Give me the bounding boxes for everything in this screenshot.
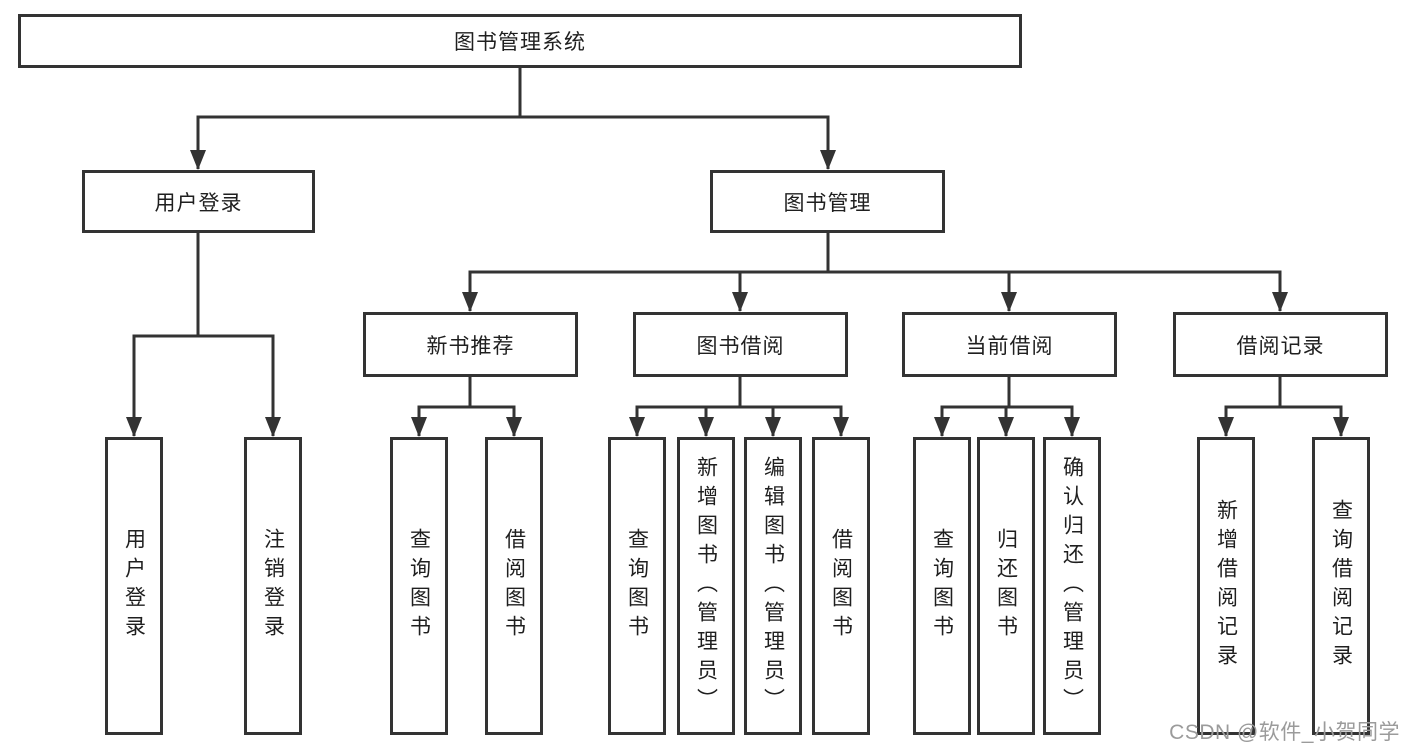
- node-label: 图书管理系统: [454, 31, 586, 54]
- node-label: 查询图书: [625, 528, 649, 644]
- node-book-borrowing: 图书借阅: [633, 312, 848, 377]
- leaf-add-books-admin: 新增图书（管理员）: [677, 437, 735, 735]
- leaf-query-books-recommend: 查询图书: [390, 437, 448, 735]
- node-label: 用户登录: [122, 528, 146, 644]
- node-library-management-system: 图书管理系统: [18, 14, 1022, 68]
- leaf-borrow-books-recommend: 借阅图书: [485, 437, 543, 735]
- node-label: 图书借阅: [696, 334, 785, 358]
- node-current-borrowing: 当前借阅: [902, 312, 1117, 377]
- node-book-management: 图书管理: [710, 170, 945, 233]
- node-label: 新增图书（管理员）: [694, 455, 718, 717]
- leaf-borrow-books: 借阅图书: [812, 437, 870, 735]
- node-label: 图书管理: [783, 191, 872, 215]
- leaf-add-borrow-record: 新增借阅记录: [1197, 437, 1255, 735]
- leaf-confirm-return-admin: 确认归还（管理员）: [1043, 437, 1101, 735]
- node-new-book-recommendation: 新书推荐: [363, 312, 578, 377]
- node-label: 借阅记录: [1236, 334, 1325, 358]
- node-user-login: 用户登录: [82, 170, 315, 233]
- leaf-edit-books-admin: 编辑图书（管理员）: [744, 437, 802, 735]
- node-label: 查询图书: [930, 528, 954, 644]
- node-label: 查询借阅记录: [1329, 499, 1353, 673]
- node-label: 借阅图书: [829, 528, 853, 644]
- node-label: 编辑图书（管理员）: [761, 455, 785, 717]
- node-label: 新增借阅记录: [1214, 499, 1238, 673]
- leaf-user-login: 用户登录: [105, 437, 163, 735]
- leaf-return-books: 归还图书: [977, 437, 1035, 735]
- node-label: 归还图书: [994, 528, 1018, 644]
- leaf-logout: 注销登录: [244, 437, 302, 735]
- node-label: 注销登录: [261, 528, 285, 644]
- node-label: 确认归还（管理员）: [1060, 455, 1084, 717]
- node-label: 查询图书: [407, 528, 431, 644]
- leaf-query-books-current: 查询图书: [913, 437, 971, 735]
- node-label: 用户登录: [154, 191, 243, 215]
- node-label: 借阅图书: [502, 528, 526, 644]
- leaf-query-borrow-record: 查询借阅记录: [1312, 437, 1370, 735]
- node-borrowing-records: 借阅记录: [1173, 312, 1388, 377]
- node-label: 当前借阅: [965, 334, 1054, 358]
- node-label: 新书推荐: [426, 334, 515, 358]
- leaf-query-books-borrow: 查询图书: [608, 437, 666, 735]
